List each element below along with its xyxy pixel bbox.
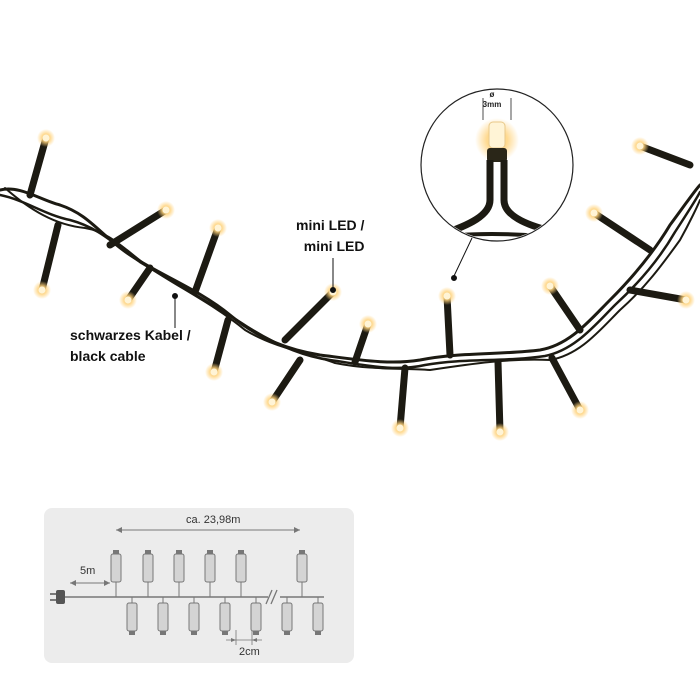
led-bulb [263, 356, 304, 411]
schematic-led [173, 550, 185, 597]
schematic-led [312, 597, 324, 635]
lead-length-label: 5m [80, 565, 96, 577]
led-bulb [351, 315, 377, 366]
led-bulb [541, 277, 584, 334]
schematic-led [296, 550, 308, 597]
schematic-led [110, 550, 122, 597]
led-spacing-label: 2cm [239, 646, 260, 658]
led-bulb [438, 287, 456, 359]
led-bulb [631, 137, 694, 169]
schematic-led [126, 597, 138, 635]
mini-led-label-de: mini LED / [296, 217, 365, 233]
schematic-led [204, 550, 216, 597]
led-bulb [26, 129, 55, 199]
led-bulb [205, 316, 232, 381]
schematic-leds [110, 550, 324, 635]
mini-led-label-en: mini LED [303, 238, 365, 254]
black-cable-label-de: schwarzes Kabel / [70, 327, 191, 343]
led-zoom-detail [420, 88, 574, 242]
led-bulb [33, 221, 62, 299]
schematic-led [142, 550, 154, 597]
schematic-led [157, 597, 169, 635]
schematic-led [219, 597, 231, 635]
schematic-led [188, 597, 200, 635]
schematic-led [281, 597, 293, 635]
led-bulb [391, 364, 409, 437]
total-length-label: ca. 23,98m [186, 514, 241, 526]
led-bulb [626, 286, 695, 309]
led-size-label: 3mm [482, 100, 502, 109]
length-schematic-panel [44, 508, 354, 663]
callout-leaders [172, 237, 473, 328]
led-bulb [106, 201, 175, 249]
black-cable-callout: schwarzes Kabel / black cable [70, 325, 191, 367]
diameter-symbol: ø [489, 90, 495, 99]
schematic-led [235, 550, 247, 597]
led-bulb [548, 354, 589, 419]
led-bulb [119, 264, 154, 309]
mini-led-callout: mini LED / mini LED [296, 215, 364, 257]
black-cable-label-en: black cable [70, 348, 146, 364]
led-bulb [585, 204, 654, 254]
schematic-led [250, 597, 262, 635]
led-bulb [491, 358, 509, 441]
led-bulb [191, 219, 227, 296]
